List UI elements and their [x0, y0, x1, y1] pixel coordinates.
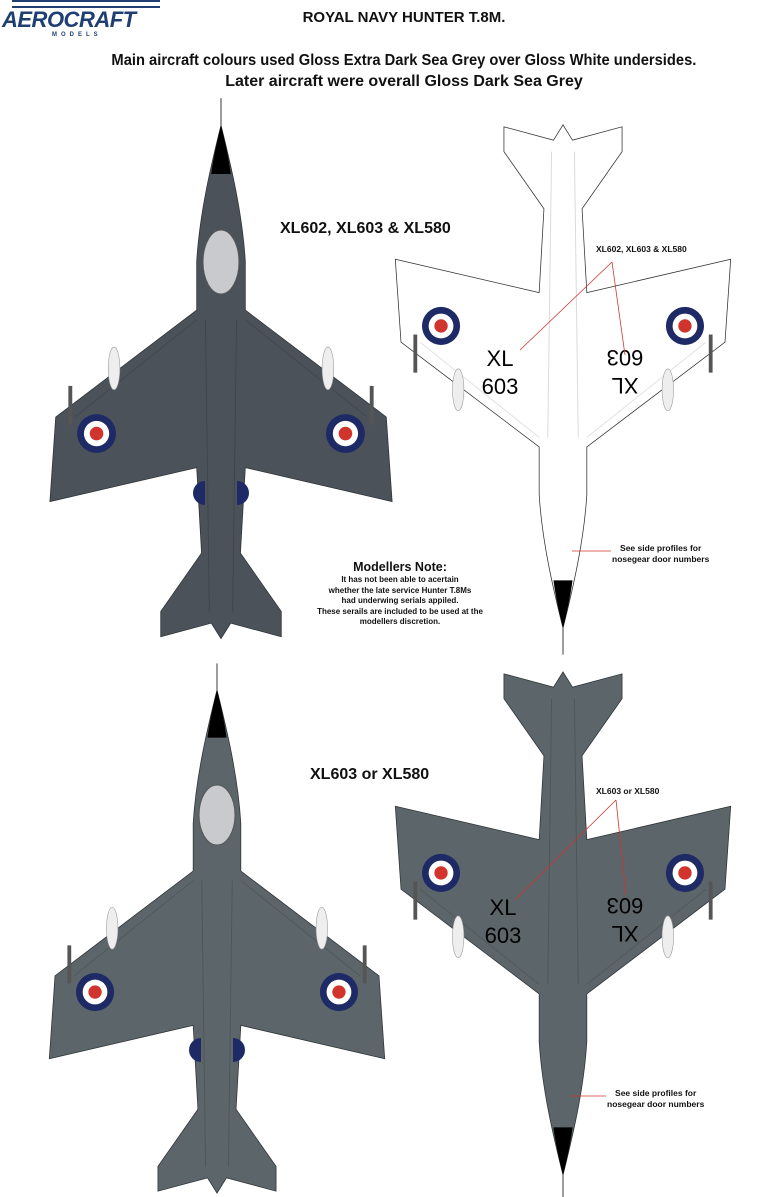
nose-note-line-1: See side profiles for: [620, 543, 702, 553]
scheme-2-nose-note: See side profiles for nosegear door numb…: [607, 1088, 704, 1110]
wing-serial-left-1: XL: [487, 346, 514, 371]
canopy: [198, 784, 236, 846]
callout-line: [514, 799, 627, 901]
wing-serial-right-2: 603: [607, 345, 644, 370]
note-line: had underwing serials appiled.: [341, 596, 459, 605]
note-line: modellers discretion.: [359, 617, 441, 626]
nose-note-line-2: nosegear door numbers: [607, 1099, 705, 1109]
canopy: [202, 229, 240, 295]
wing-serial-right-1: XL: [612, 921, 639, 946]
aircraft-underside-scheme-1: XL 603 XL 603: [395, 125, 730, 655]
nose-note-line-2: nosegear door numbers: [612, 554, 710, 564]
fuselage-roundel: [193, 481, 249, 505]
aircraft-top-view-scheme-1: [50, 98, 392, 639]
colour-description-later: Later aircraft were overall Gloss Dark S…: [225, 73, 583, 90]
scheme-1-label: XL602, XL603 & XL580: [280, 220, 451, 237]
scheme-1-callout: XL602, XL603 & XL580: [596, 244, 687, 254]
wing-serial-right-2: 603: [607, 893, 644, 918]
aerocraft-logo: AEROCRAFT MODELS: [2, 0, 162, 40]
nose-note-line-1: See side profiles for: [615, 1088, 697, 1098]
colour-notes: Main aircraft colours used Gloss Extra D…: [40, 50, 768, 92]
callout-line: [519, 261, 626, 356]
scheme-1-nose-note: See side profiles for nosegear door numb…: [612, 543, 709, 565]
logo-bars: [12, 0, 160, 8]
aircraft-underside-scheme-2: XL 603 XL 603: [395, 672, 730, 1197]
scheme-2-label: XL603 or XL580: [310, 766, 430, 783]
note-line: It has not been able to acertain: [341, 575, 459, 584]
scheme-2-callout: XL603 or XL580: [596, 786, 660, 796]
fuselage-roundel: [189, 1038, 245, 1062]
modellers-note: Modellers Note: It has not been able to …: [300, 560, 500, 628]
note-line: These serails are included to be used at…: [317, 606, 483, 616]
colour-description: Main aircraft colours used Gloss Extra D…: [111, 52, 697, 69]
logo-subtext: MODELS: [52, 32, 102, 38]
page-title: ROYAL NAVY HUNTER T.8M.: [302, 9, 506, 26]
wing-serial-left-2: 603: [482, 374, 519, 399]
note-heading: Modellers Note:: [353, 560, 447, 574]
aircraft-top-view-scheme-2: [49, 663, 384, 1193]
note-line: whether the late service Hunter T.8Ms: [328, 585, 472, 595]
wing-serial-left-1: XL: [490, 895, 517, 920]
wing-serial-right-1: XL: [612, 373, 639, 398]
wing-serial-left-2: 603: [485, 923, 522, 948]
logo-text: AEROCRAFT: [2, 7, 136, 32]
